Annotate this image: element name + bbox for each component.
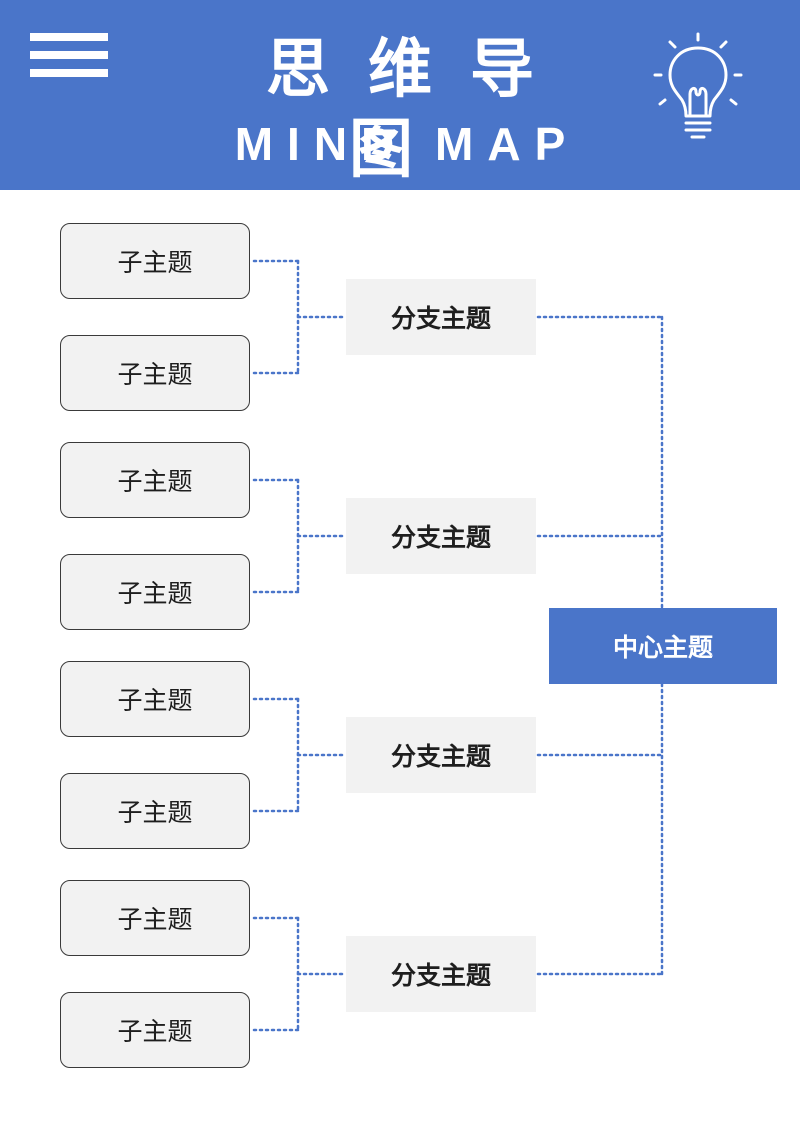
subtopic-node[interactable]: 子主题 [60, 223, 250, 299]
subtopic-node[interactable]: 子主题 [60, 773, 250, 849]
branch-topic-node[interactable]: 分支主题 [346, 717, 536, 793]
page-title: 思维导图 [266, 33, 572, 187]
branch-topic-node[interactable]: 分支主题 [346, 498, 536, 574]
subtopic-node[interactable]: 子主题 [60, 442, 250, 518]
branch-topic-node[interactable]: 分支主题 [346, 279, 536, 355]
branch-topic-node[interactable]: 分支主题 [346, 936, 536, 1012]
subtopic-node[interactable]: 子主题 [60, 554, 250, 630]
subtopic-node[interactable]: 子主题 [60, 992, 250, 1068]
header-banner: 思维导图 MIND MAP [0, 0, 800, 190]
hamburger-menu-icon[interactable] [30, 33, 108, 77]
subtopic-node[interactable]: 子主题 [60, 661, 250, 737]
subtopic-node[interactable]: 子主题 [60, 880, 250, 956]
subtopic-node[interactable]: 子主题 [60, 335, 250, 411]
center-topic[interactable]: 中心主题 [549, 608, 777, 684]
page-subtitle: MIND MAP [234, 118, 580, 170]
lightbulb-icon [653, 32, 743, 139]
